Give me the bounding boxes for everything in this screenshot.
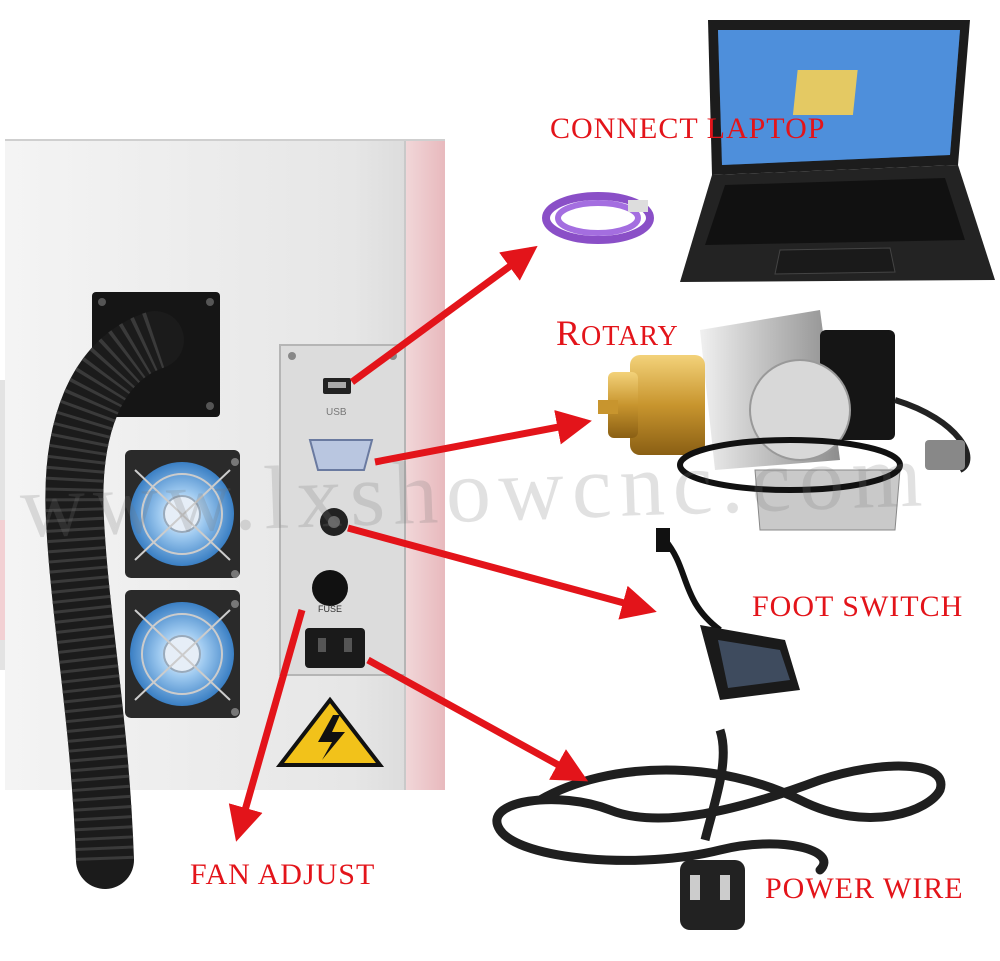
arrow-socket-to-power-wire [366, 656, 589, 782]
power-cable [492, 728, 946, 930]
network-cable [542, 192, 654, 244]
foot-switch [656, 528, 800, 700]
label-power-wire: POWER WIRE [765, 872, 964, 905]
laptop [680, 20, 995, 282]
fuse-label: FUSE [318, 604, 342, 614]
db15-port [308, 439, 374, 471]
fuse-holder [312, 570, 348, 606]
label-rotary-rest: OTARY [581, 321, 679, 352]
high-voltage-warning-sign [275, 696, 385, 767]
cooling-fan-bottom [125, 590, 240, 718]
label-fan-adjust: FAN ADJUST [190, 858, 376, 891]
cooling-fan-top [125, 450, 240, 578]
label-connect-laptop: CONNECT LAPTOP [550, 112, 826, 145]
corrugated-hose [45, 311, 184, 889]
arrow-usb-to-laptop [349, 245, 538, 385]
label-rotary-initial: R [556, 313, 582, 353]
annotation-arrows [228, 245, 657, 842]
label-rotary: ROTARY [556, 312, 679, 354]
arrow-db15-to-rotary [374, 410, 592, 466]
arrow-port-to-foot-switch [347, 524, 657, 620]
arrow-to-fan-adjust [228, 609, 306, 842]
label-foot-switch: FOOT SWITCH [752, 590, 964, 623]
power-socket [305, 628, 365, 668]
rotary-device [598, 310, 971, 531]
usb-port-label: USB [326, 407, 347, 418]
